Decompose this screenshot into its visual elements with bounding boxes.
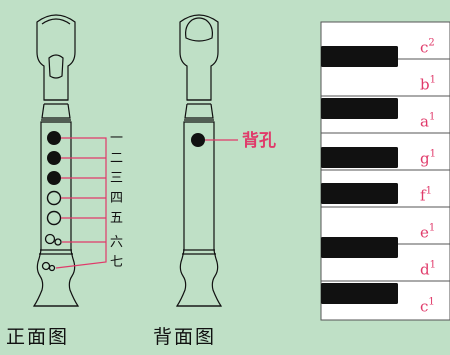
hole-label-1: 一	[110, 131, 123, 146]
hole-leader-lines	[55, 137, 107, 269]
black-key	[321, 147, 398, 168]
hole-6-double	[44, 233, 62, 246]
hole-label-2: 二	[110, 151, 123, 166]
thumb-hole-label: 背孔	[242, 130, 276, 151]
hole-1-closed	[47, 131, 61, 145]
back-view-caption: 背面图	[153, 326, 217, 348]
black-key	[321, 46, 398, 67]
hole-2-closed	[47, 151, 61, 165]
hole-labels: 一 二 三 四 五 六 七	[110, 131, 123, 270]
hole-3-closed	[47, 171, 61, 185]
hole-label-5: 五	[110, 211, 123, 226]
front-view-caption: 正面图	[6, 326, 70, 348]
hole-label-6: 六	[110, 235, 123, 250]
hole-5-open	[46, 210, 62, 226]
front-holes	[41, 131, 62, 272]
hole-label-3: 三	[110, 171, 123, 186]
note-label-f1: f1	[420, 186, 432, 205]
hole-4-open	[46, 190, 62, 206]
front-recorder	[32, 14, 80, 307]
black-key	[321, 183, 398, 204]
thumb-hole	[191, 133, 205, 147]
hole-label-7: 七	[110, 255, 123, 270]
black-key	[321, 98, 398, 119]
black-key	[321, 237, 398, 258]
black-key	[321, 283, 398, 304]
hole-label-4: 四	[110, 191, 123, 206]
back-recorder	[175, 14, 223, 307]
hole-7-double	[41, 261, 56, 272]
